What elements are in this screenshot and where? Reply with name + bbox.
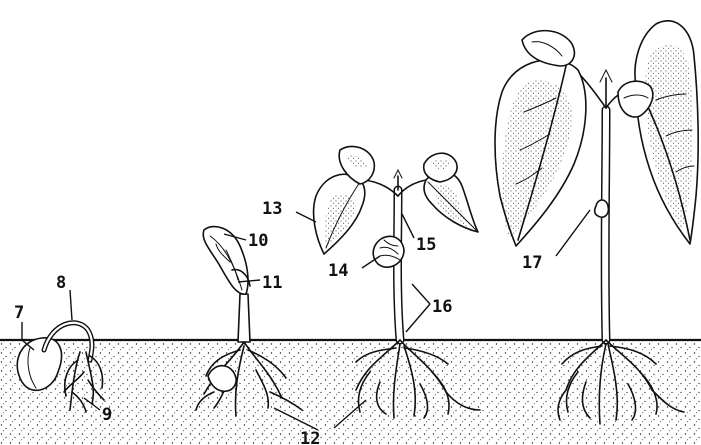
label-17: 17 [522, 253, 542, 273]
label-11: 11 [262, 273, 282, 293]
label-10: 10 [248, 231, 268, 251]
leader-16b [406, 304, 430, 332]
label-16: 16 [432, 297, 452, 317]
cotyledon [373, 236, 404, 267]
label-9: 9 [102, 405, 112, 425]
label-13: 13 [262, 199, 282, 219]
label-14: 14 [328, 261, 348, 281]
leader-16a [412, 284, 430, 304]
label-15: 15 [416, 235, 436, 255]
label-12: 12 [300, 429, 320, 445]
label-8: 8 [56, 273, 66, 293]
label-7: 7 [14, 303, 24, 323]
leader-8 [70, 290, 72, 320]
shrivelled-cotyledon [595, 200, 609, 217]
folded-leaves [203, 227, 248, 295]
soil [0, 340, 701, 445]
leader-17 [556, 210, 590, 256]
leader-15 [402, 214, 414, 238]
